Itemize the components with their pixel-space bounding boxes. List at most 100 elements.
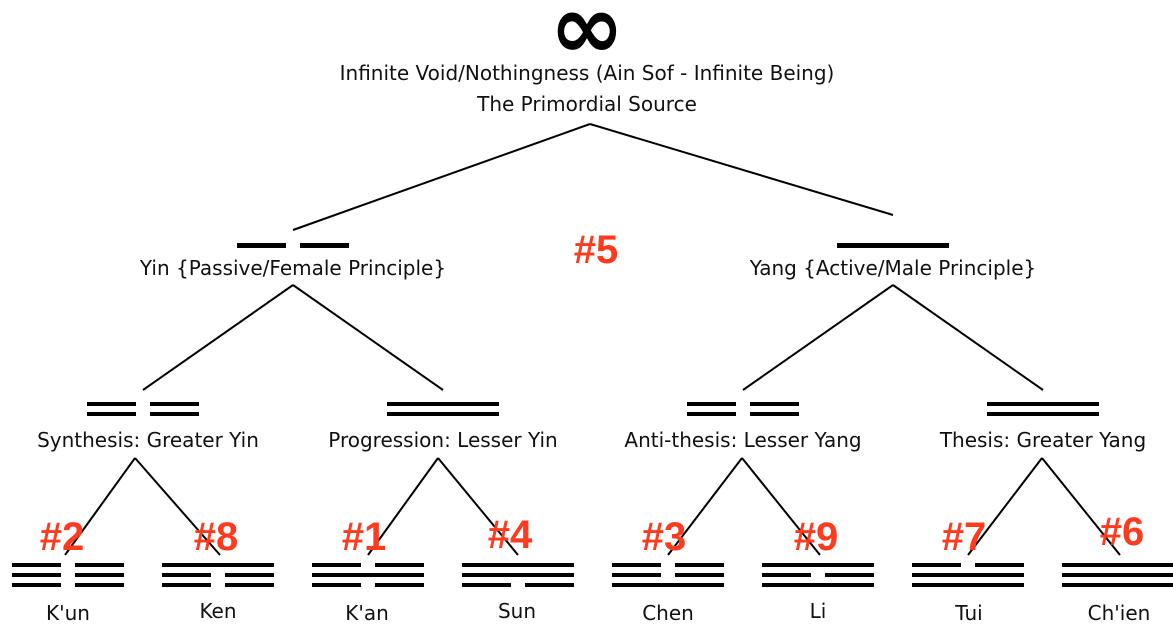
yang-label: Yang {Active/Male Principle}	[749, 256, 1037, 280]
li-trigram-symbol	[762, 563, 874, 587]
edge-root-yang	[589, 123, 894, 216]
broken-line-segment	[75, 573, 124, 577]
broken-line-segment	[75, 563, 124, 567]
broken-line-segment	[750, 412, 799, 416]
greater-yang-label: Thesis: Greater Yang	[939, 428, 1146, 452]
broken-line-segment	[12, 583, 61, 587]
broken-line-segment	[525, 583, 574, 587]
solid-line-segment	[912, 573, 1024, 577]
edge-greater-yang-tui	[967, 457, 1043, 556]
trigram-name-ken: Ken	[199, 599, 236, 623]
trigram-name-chien: Ch'ien	[1088, 601, 1151, 625]
broken-line-segment	[75, 583, 124, 587]
broken-line-segment	[162, 573, 211, 577]
trigram-number-kun: #2	[40, 515, 85, 559]
yang-line-symbol	[837, 243, 949, 248]
broken-line-segment	[762, 573, 811, 577]
broken-line-segment	[375, 563, 424, 567]
trigram-name-li: Li	[810, 599, 827, 623]
trigram-number-tui: #7	[942, 515, 987, 559]
lesser-yin-node: Progression: Lesser Yin	[328, 402, 558, 452]
trigram-name-chen: Chen	[642, 601, 694, 625]
broken-line-segment	[150, 402, 199, 406]
solid-line-segment	[987, 412, 1099, 416]
edge-lesser-yin-kan	[367, 457, 439, 556]
broken-line-segment	[612, 573, 661, 577]
trigram-name-kun: K'un	[46, 601, 90, 625]
edge-greater-yin-kun	[64, 457, 136, 556]
broken-line-segment	[675, 573, 724, 577]
greater-yin-node: Synthesis: Greater Yin	[37, 402, 259, 452]
trigram-number-chien: #6	[1100, 510, 1145, 554]
broken-line-segment	[12, 563, 61, 567]
lesser-yang-line-symbol	[687, 402, 799, 416]
broken-line-segment	[312, 563, 361, 567]
chen-trigram-symbol	[612, 563, 724, 587]
solid-line-segment	[837, 243, 949, 248]
edge-yang-lesser-yang	[742, 284, 894, 391]
broken-line-segment	[162, 583, 211, 587]
ken-trigram-symbol	[162, 563, 274, 587]
broken-line-segment	[150, 412, 199, 416]
broken-line-segment	[750, 402, 799, 406]
lesser-yang-node: Anti-thesis: Lesser Yang	[624, 402, 862, 452]
edge-root-yin	[292, 123, 591, 231]
solid-line-segment	[912, 583, 1024, 587]
solid-line-segment	[1062, 573, 1173, 577]
broken-line-segment	[687, 402, 736, 406]
yin-node: Yin {Passive/Female Principle}	[139, 243, 446, 280]
sun-trigram-symbol	[462, 563, 574, 587]
solid-line-segment	[462, 563, 574, 567]
broken-line-segment	[612, 563, 661, 567]
yin-line-symbol	[237, 243, 349, 248]
edge-lesser-yang-li	[741, 457, 821, 556]
infinity-symbol: ∞	[550, 0, 625, 80]
edge-yin-greater-yin	[142, 284, 294, 391]
trigram-name-tui: Tui	[954, 601, 982, 625]
greater-yang-line-symbol	[987, 402, 1099, 416]
broken-line-segment	[300, 243, 349, 248]
edge-yang-greater-yang	[892, 284, 1044, 391]
broken-line-segment	[312, 583, 361, 587]
root-subtitle: The Primordial Source	[476, 92, 697, 116]
greater-yang-node: Thesis: Greater Yang	[939, 402, 1146, 452]
lesser-yin-line-symbol	[387, 402, 499, 416]
broken-line-segment	[237, 243, 286, 248]
lesser-yin-label: Progression: Lesser Yin	[328, 428, 557, 452]
broken-line-segment	[225, 573, 274, 577]
edge-lesser-yang-chen	[667, 457, 743, 556]
broken-line-segment	[825, 573, 874, 577]
solid-line-segment	[462, 573, 574, 577]
trigram-number-sun: #4	[488, 513, 533, 557]
broken-line-segment	[87, 402, 136, 406]
kan-trigram-symbol	[312, 563, 424, 587]
greater-yin-label: Synthesis: Greater Yin	[37, 428, 259, 452]
lesser-yang-label: Anti-thesis: Lesser Yang	[624, 428, 861, 452]
solid-line-segment	[387, 402, 499, 406]
broken-line-segment	[687, 412, 736, 416]
solid-line-segment	[387, 412, 499, 416]
yang-node: Yang {Active/Male Principle}	[749, 243, 1037, 280]
trigram-name-kan: K'an	[345, 601, 389, 625]
broken-line-segment	[675, 563, 724, 567]
solid-line-segment	[162, 563, 274, 567]
broken-line-segment	[225, 583, 274, 587]
center-number: #5	[574, 228, 619, 272]
trigram-number-li: #9	[794, 515, 839, 559]
yin-label: Yin {Passive/Female Principle}	[139, 256, 446, 280]
broken-line-segment	[375, 583, 424, 587]
broken-line-segment	[87, 412, 136, 416]
trigram-number-chen: #3	[642, 515, 687, 559]
root-title: Infinite Void/Nothingness (Ain Sof - Inf…	[340, 61, 835, 85]
broken-line-segment	[912, 563, 961, 567]
edge-yin-lesser-yin	[292, 284, 444, 391]
tui-trigram-symbol	[912, 563, 1024, 587]
broken-line-segment	[462, 583, 511, 587]
solid-line-segment	[987, 402, 1099, 406]
edge-greater-yin-ken	[134, 457, 221, 556]
greater-yin-line-symbol	[87, 402, 199, 416]
solid-line-segment	[612, 583, 724, 587]
trigram-number-kan: #1	[342, 515, 387, 559]
solid-line-segment	[762, 583, 874, 587]
